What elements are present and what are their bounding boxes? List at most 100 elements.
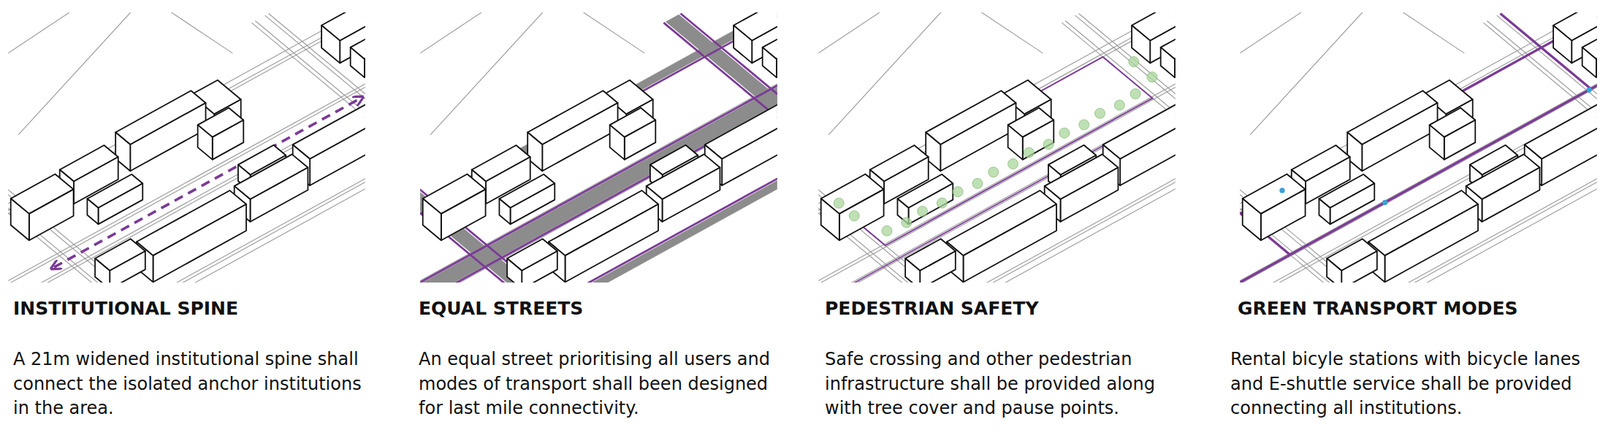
- road-edge: [45, 94, 366, 283]
- tree: [901, 217, 912, 228]
- building-side: [905, 258, 920, 283]
- tree: [917, 206, 928, 217]
- building-side: [498, 198, 510, 225]
- site-line: [8, 12, 70, 54]
- building-front: [29, 189, 74, 241]
- building-front: [510, 183, 556, 225]
- panel-description: Safe crossing and other pedestrian infra…: [824, 347, 1191, 422]
- building-front: [661, 168, 720, 223]
- streets-illustration: [420, 12, 778, 283]
- panel-heading: EQUAL STREETS: [418, 298, 584, 320]
- building-side: [197, 124, 213, 160]
- building-front: [1444, 119, 1476, 160]
- tree: [1128, 56, 1139, 68]
- building-front: [1120, 114, 1176, 186]
- building-front: [1060, 168, 1118, 223]
- bicycle-lane: [1239, 12, 1598, 260]
- building-front: [919, 251, 956, 283]
- building: [925, 90, 1016, 171]
- building-front: [940, 103, 1016, 171]
- site-line: [420, 12, 482, 54]
- tree: [1095, 108, 1106, 119]
- building: [1429, 108, 1476, 160]
- building-front: [309, 114, 366, 186]
- bicycle-station: [1382, 200, 1388, 206]
- tree: [1114, 100, 1125, 111]
- site-line: [583, 12, 646, 54]
- scene: [8, 12, 366, 283]
- building: [527, 90, 618, 171]
- building-front: [1022, 119, 1055, 160]
- site-line: [818, 12, 880, 54]
- building-front: [839, 189, 885, 241]
- road-edge: [860, 98, 1176, 283]
- tree: [833, 197, 844, 209]
- tree: [988, 167, 999, 178]
- road-edge: [818, 49, 1176, 283]
- road-edge: [8, 35, 366, 283]
- panel-description: An equal street prioritising all users a…: [418, 347, 784, 422]
- road-edge: [50, 98, 366, 283]
- road-edge: [818, 37, 1176, 283]
- building-side: [1318, 198, 1330, 225]
- building-front: [564, 204, 659, 283]
- road-edge: [1274, 92, 1598, 283]
- building: [1160, 29, 1176, 78]
- road-edge: [8, 47, 366, 283]
- road-edge: [1239, 47, 1598, 283]
- road-edge: [1282, 98, 1598, 283]
- site-line: [171, 12, 234, 54]
- building-front: [1361, 103, 1438, 171]
- building-side: [10, 198, 30, 241]
- building-side: [610, 124, 625, 160]
- building-side: [1553, 25, 1572, 64]
- building-front: [441, 189, 486, 241]
- building-side: [86, 198, 98, 225]
- building-side: [1326, 258, 1342, 283]
- building-front: [130, 103, 206, 171]
- tree: [1043, 139, 1054, 150]
- road-edge: [1239, 37, 1598, 283]
- road-edge: [1239, 12, 1598, 260]
- building: [1242, 173, 1306, 241]
- building-side: [350, 47, 365, 78]
- footpath: [818, 48, 1176, 283]
- tree: [881, 225, 893, 236]
- scene: [420, 12, 778, 283]
- building-front: [1481, 168, 1540, 223]
- building-front: [249, 168, 308, 223]
- building-side: [1242, 198, 1262, 241]
- transport-illustration: [1239, 12, 1598, 283]
- building: [423, 173, 486, 241]
- building: [897, 174, 953, 225]
- building: [1582, 29, 1598, 78]
- building: [136, 190, 247, 283]
- road-edge: [1239, 49, 1598, 283]
- road-edge: [8, 49, 366, 283]
- building: [115, 90, 206, 171]
- panel-heading: PEDESTRIAN SAFETY: [824, 298, 1039, 320]
- site-line: [430, 12, 543, 136]
- tree: [1079, 119, 1090, 131]
- tree: [848, 211, 860, 222]
- tree: [1130, 89, 1141, 100]
- road-edge: [818, 35, 1176, 283]
- spine-illustration: [8, 12, 366, 283]
- site-line: [1250, 12, 1363, 136]
- building: [610, 108, 657, 160]
- building-front: [521, 251, 558, 283]
- scene: [818, 12, 1176, 283]
- building-side: [762, 47, 777, 78]
- bicycle-station: [1279, 187, 1285, 193]
- building-front: [542, 103, 618, 171]
- road-edge: [818, 47, 1176, 283]
- building-side: [423, 198, 442, 241]
- building-front: [109, 251, 146, 283]
- building: [1368, 190, 1478, 283]
- road-edge: [1239, 12, 1598, 258]
- building: [350, 29, 366, 78]
- street-edge: [455, 92, 778, 283]
- site-line: [18, 12, 131, 136]
- building-side: [94, 258, 110, 283]
- building-front: [152, 204, 247, 283]
